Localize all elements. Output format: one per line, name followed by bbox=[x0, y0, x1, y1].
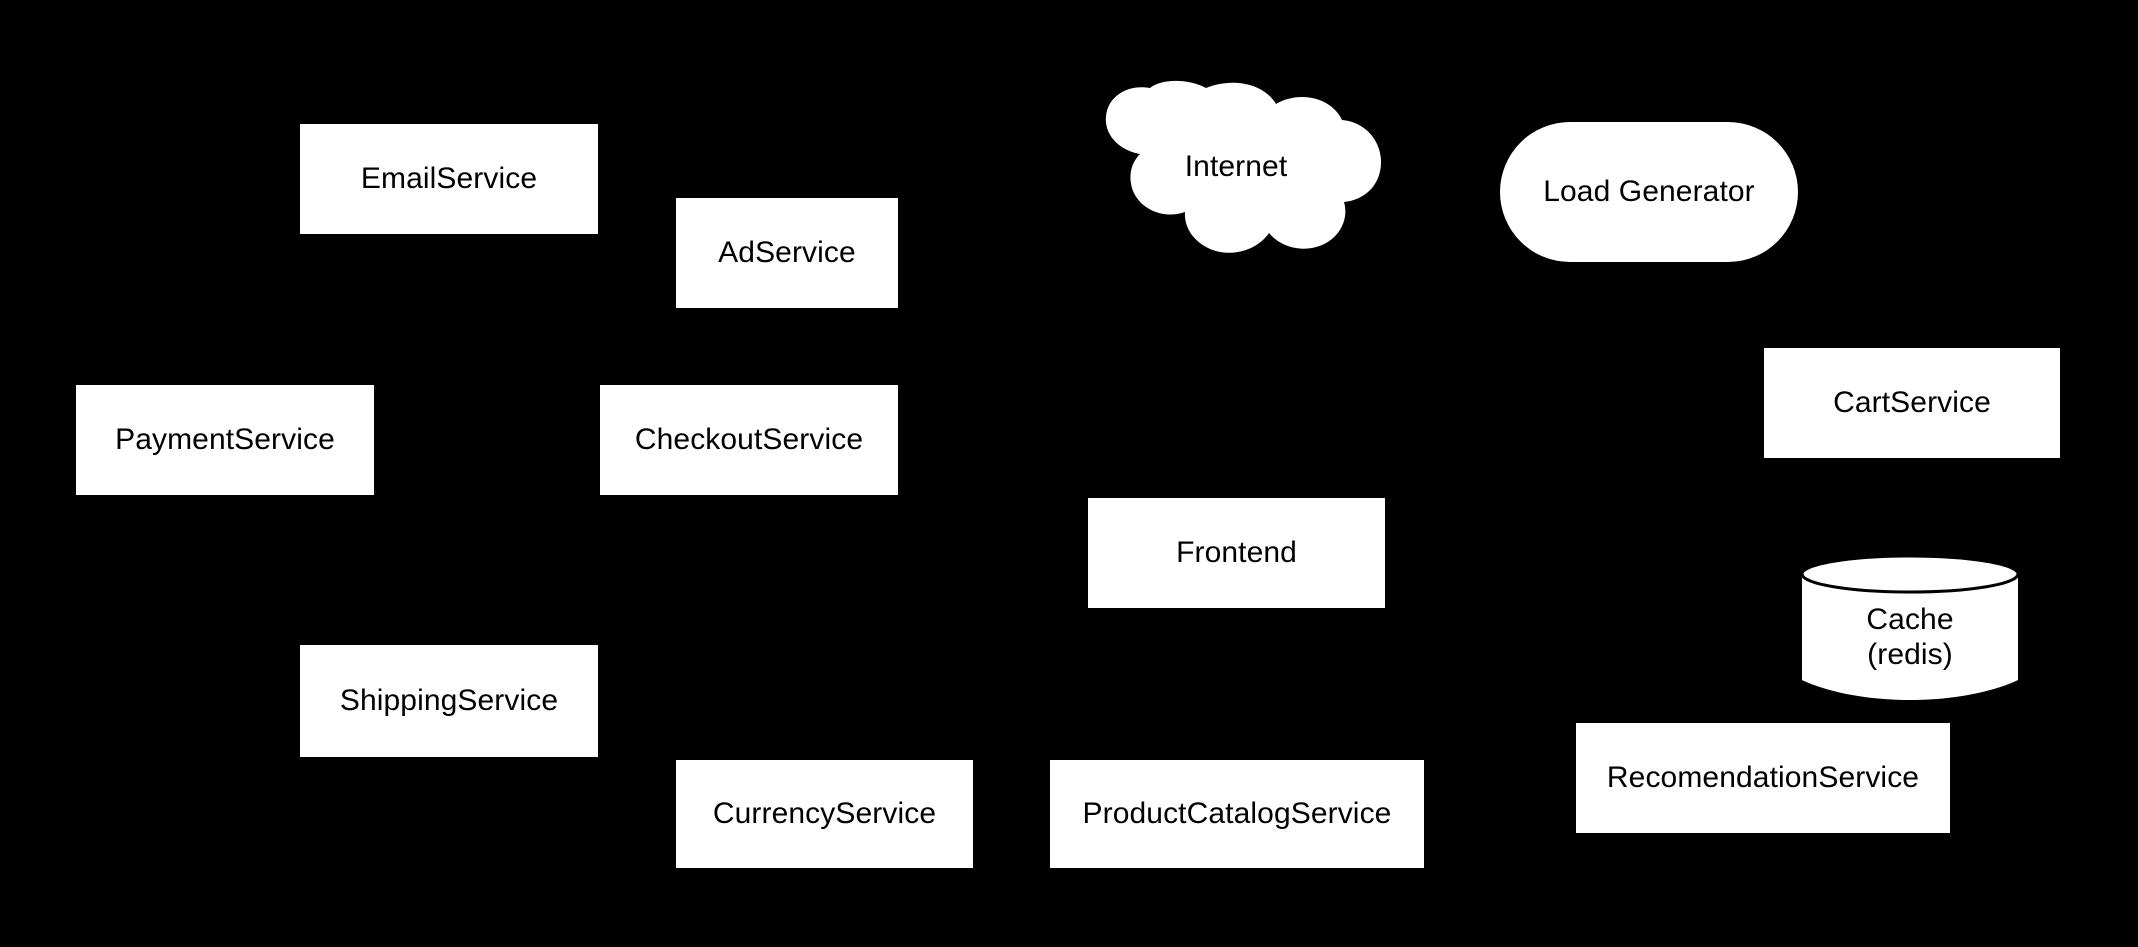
node-load-generator[interactable]: Load Generator bbox=[1500, 122, 1798, 262]
node-currency-service[interactable]: CurrencyService bbox=[676, 760, 973, 868]
node-label-currency-service: CurrencyService bbox=[712, 797, 937, 831]
node-cart-service[interactable]: CartService bbox=[1764, 348, 2060, 458]
node-label-recomendation-service: RecomendationService bbox=[1606, 761, 1920, 795]
node-internet[interactable]: Internet bbox=[1088, 80, 1384, 256]
node-cache-redis[interactable]: Cache (redis) bbox=[1800, 554, 2020, 702]
node-shipping-service[interactable]: ShippingService bbox=[300, 645, 598, 757]
node-label-product-catalog-service: ProductCatalogService bbox=[1082, 797, 1392, 831]
node-recomendation-service[interactable]: RecomendationService bbox=[1576, 723, 1950, 833]
node-email-service[interactable]: EmailService bbox=[300, 124, 598, 234]
node-label-ad-service: AdService bbox=[718, 236, 856, 270]
node-label-frontend: Frontend bbox=[1176, 536, 1297, 570]
node-frontend[interactable]: Frontend bbox=[1088, 498, 1385, 608]
node-payment-service[interactable]: PaymentService bbox=[76, 385, 374, 495]
node-label-load-generator: Load Generator bbox=[1543, 175, 1755, 209]
node-label-checkout-service: CheckoutService bbox=[634, 423, 864, 457]
node-label-cart-service: CartService bbox=[1833, 386, 1991, 420]
node-ad-service[interactable]: AdService bbox=[676, 198, 898, 308]
node-label-payment-service: PaymentService bbox=[115, 423, 335, 457]
node-label-internet: Internet bbox=[1184, 150, 1288, 184]
node-checkout-service[interactable]: CheckoutService bbox=[600, 385, 898, 495]
node-product-catalog-service[interactable]: ProductCatalogService bbox=[1050, 760, 1424, 868]
node-label-email-service: EmailService bbox=[360, 162, 538, 196]
node-label-shipping-service: ShippingService bbox=[339, 684, 559, 718]
node-label-cache-redis: Cache (redis) bbox=[1866, 602, 1954, 671]
